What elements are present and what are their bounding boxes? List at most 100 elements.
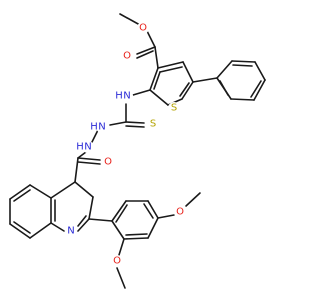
atom-h-hydrazine-2: H (76, 142, 84, 153)
bond (149, 67, 159, 91)
bond (253, 79, 266, 101)
bond (29, 184, 52, 199)
bond (192, 77, 218, 83)
bond (9, 223, 31, 239)
bond (74, 181, 94, 198)
bond (181, 81, 194, 100)
atom-n-hydrazine-2: N (82, 141, 94, 153)
atom-n-amine: N (121, 90, 133, 102)
bond (77, 157, 101, 161)
atom-label-background (111, 255, 123, 267)
atom-label-background (137, 22, 149, 34)
bond (91, 129, 99, 143)
atom-label-background (96, 121, 108, 133)
atom-h-amine: H (115, 91, 123, 102)
bond (147, 200, 159, 219)
bond (9, 184, 31, 200)
bond (153, 71, 161, 90)
atom-s-thiophene: S (168, 102, 180, 114)
atom-label: S (150, 119, 156, 130)
bond (111, 220, 125, 240)
bond (250, 80, 262, 98)
atom-o-methoxy-top: O (174, 206, 186, 218)
atom-label-background (121, 90, 133, 102)
atom-label: O (113, 256, 121, 267)
bond (179, 82, 190, 97)
bond (154, 46, 159, 69)
bond (88, 196, 94, 220)
bond (147, 217, 159, 239)
atom-label: O (176, 207, 184, 218)
bond (231, 60, 256, 63)
bond (159, 66, 183, 73)
bond (88, 218, 113, 222)
atom-o-carbonyl-ester: O (121, 50, 133, 62)
bond (77, 161, 101, 165)
bond (185, 192, 201, 207)
bonds (9, 13, 266, 289)
bond (115, 204, 128, 223)
bond (230, 98, 255, 101)
atom-label-background (115, 92, 123, 100)
bond (157, 214, 175, 219)
atom-n-hydrazine-1: N (96, 121, 108, 133)
atom-label-background (65, 225, 77, 237)
atom-label: N (84, 142, 91, 153)
atom-label-background (168, 102, 180, 114)
bond (132, 89, 151, 96)
bond (125, 121, 145, 124)
atom-label: H (90, 122, 98, 133)
atom-label-background (90, 123, 98, 131)
atom-s-thione: S (147, 118, 159, 130)
bond (254, 61, 266, 81)
bond (29, 222, 52, 239)
bond (182, 61, 194, 83)
bond (118, 238, 125, 256)
bond (77, 151, 87, 159)
atom-label-background (121, 50, 133, 62)
bond (136, 50, 154, 59)
atom-n-quinoline: N (65, 225, 77, 237)
atom-o-ether-ester: O (137, 22, 149, 34)
atom-label: O (123, 51, 131, 62)
bond (232, 64, 253, 67)
atom-label: S (171, 103, 177, 114)
bond (119, 13, 141, 26)
atom-label: O (104, 157, 112, 168)
bond (111, 200, 127, 222)
bond (125, 125, 145, 128)
atom-label-background (102, 156, 114, 168)
bond (157, 61, 184, 69)
atom-label: N (123, 91, 130, 102)
atom-label: N (98, 122, 105, 133)
bond (74, 157, 79, 183)
bond (146, 30, 156, 48)
bond (50, 181, 76, 199)
atom-label: H (76, 142, 84, 153)
bond (123, 237, 149, 240)
bond (77, 215, 87, 227)
atom-h-hydrazine-1: H (90, 122, 98, 133)
bond (116, 267, 126, 289)
bond (77, 218, 90, 232)
bond (136, 46, 156, 55)
bond (125, 233, 148, 236)
bond (143, 203, 154, 219)
bond (50, 222, 65, 232)
atom-label: H (115, 91, 123, 102)
bond (149, 89, 169, 106)
bond (13, 221, 31, 234)
atom-o-methoxy-bottom: O (111, 255, 123, 267)
atom-label: N (67, 226, 74, 237)
atom-label-background (82, 141, 94, 153)
bond (109, 121, 127, 126)
bond (216, 60, 233, 79)
atom-label-background (174, 206, 186, 218)
bond (219, 80, 229, 96)
atom-label-background (147, 118, 159, 130)
atom-label-background (76, 143, 84, 151)
bond (13, 189, 31, 202)
